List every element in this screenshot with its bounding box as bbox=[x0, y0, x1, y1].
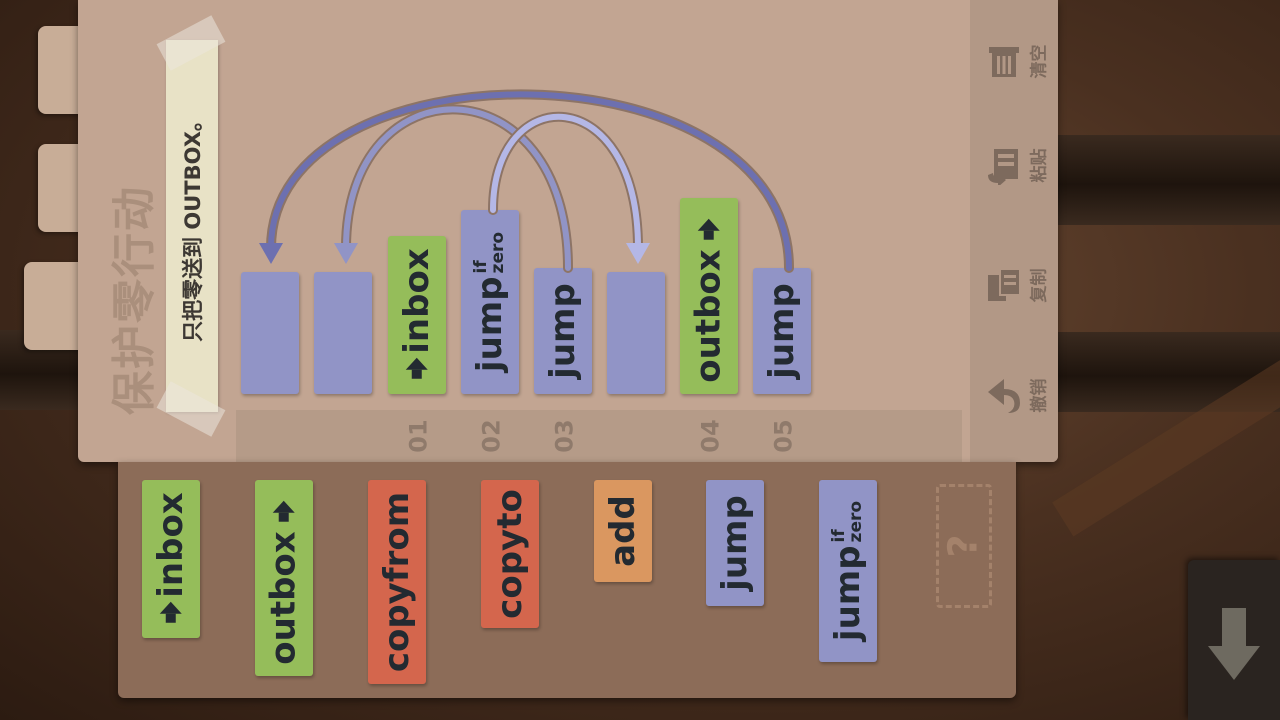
command-label: jump bbox=[762, 283, 802, 379]
palette-command-add[interactable]: add bbox=[594, 480, 652, 582]
palette-command-inbox[interactable]: inbox bbox=[142, 480, 200, 638]
command-label: outbox bbox=[264, 531, 305, 665]
undo-button[interactable]: 撤销 bbox=[970, 340, 1058, 450]
program-command-jump[interactable]: jump bbox=[534, 268, 592, 394]
jump-target[interactable] bbox=[241, 272, 299, 394]
arrow-icon bbox=[273, 500, 296, 513]
arrow-icon bbox=[698, 218, 721, 231]
copy-label: 复制 bbox=[1029, 268, 1050, 302]
copy-icon bbox=[988, 268, 1021, 301]
down-arrow-icon bbox=[1208, 608, 1260, 680]
line-number: 01 bbox=[405, 419, 433, 453]
command-label: copyto bbox=[490, 489, 530, 619]
command-label: jump bbox=[715, 495, 755, 591]
program-command-outbox[interactable]: outbox bbox=[680, 198, 738, 394]
undo-label: 撤销 bbox=[1029, 378, 1050, 412]
clear-label: 清空 bbox=[1029, 44, 1050, 78]
command-qualifier: zero bbox=[846, 500, 866, 543]
jump-target[interactable] bbox=[607, 272, 665, 394]
level-note-text: 只把零送到 OUTBOX。 bbox=[181, 110, 205, 342]
paste-label: 粘贴 bbox=[1029, 148, 1050, 182]
level-title: 保护零行动 bbox=[109, 185, 160, 415]
locked-command-slot: ? bbox=[936, 484, 992, 608]
line-number: 03 bbox=[551, 419, 579, 453]
command-label: add bbox=[603, 495, 643, 567]
command-label: jump bbox=[828, 545, 868, 642]
command-label: outbox bbox=[689, 249, 730, 383]
trash-icon bbox=[989, 47, 1019, 77]
line-number-strip bbox=[236, 410, 962, 462]
command-qualifier: zero bbox=[488, 231, 508, 274]
line-number: 05 bbox=[770, 419, 798, 453]
clear-button[interactable]: 清空 bbox=[970, 6, 1058, 116]
paste-button[interactable]: 粘贴 bbox=[970, 110, 1058, 220]
arrow-icon bbox=[160, 601, 182, 614]
command-label: inbox bbox=[151, 492, 191, 598]
command-label: inbox bbox=[397, 248, 437, 354]
command-label: copyfrom bbox=[377, 491, 418, 673]
scroll-down-button[interactable] bbox=[1188, 560, 1280, 720]
program-command-inbox[interactable]: inbox bbox=[388, 236, 446, 394]
palette-command-outbox[interactable]: outbox bbox=[255, 480, 313, 676]
line-number: 04 bbox=[697, 419, 725, 453]
palette-command-copyto[interactable]: copyto bbox=[481, 480, 539, 628]
program-command-jump[interactable]: jump bbox=[753, 268, 811, 394]
command-palette bbox=[118, 462, 1016, 698]
background-shelf-top bbox=[1040, 135, 1280, 225]
paste-icon bbox=[988, 149, 1018, 185]
command-label: jump bbox=[543, 283, 583, 379]
arrow-icon bbox=[406, 357, 428, 370]
level-note: 只把零送到 OUTBOX。 bbox=[166, 40, 218, 412]
line-number: 02 bbox=[478, 419, 506, 453]
undo-icon bbox=[988, 379, 1020, 413]
toolbar: 清空 粘贴 复制 撤销 bbox=[970, 0, 1058, 462]
palette-command-jump[interactable]: jump bbox=[706, 480, 764, 606]
jump-target[interactable] bbox=[314, 272, 372, 394]
locked-command-label: ? bbox=[940, 534, 987, 558]
palette-command-copyfrom[interactable]: copyfrom bbox=[368, 480, 426, 684]
copy-button[interactable]: 复制 bbox=[970, 230, 1058, 340]
command-label: jump bbox=[470, 276, 510, 373]
